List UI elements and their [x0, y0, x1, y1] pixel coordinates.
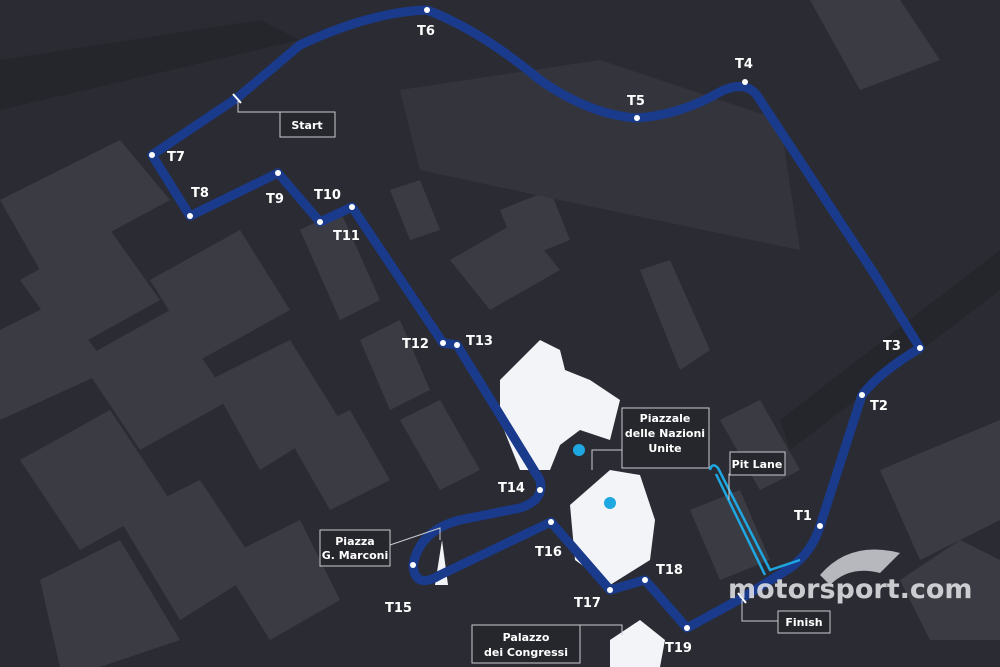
corner-markers	[149, 7, 923, 631]
corner-marker	[917, 345, 923, 351]
corner-marker	[424, 7, 430, 13]
turn-label: T9	[266, 192, 284, 207]
corner-marker	[607, 587, 613, 593]
turn-label: T12	[402, 337, 429, 352]
corner-marker	[537, 487, 543, 493]
svg-text:Pit Lane: Pit Lane	[732, 458, 783, 471]
motorsport-watermark: motorsport.com	[728, 549, 973, 605]
congressi-callout: Palazzo dei Congressi	[471, 624, 623, 664]
corner-marker	[317, 219, 323, 225]
svg-text:motorsport.com: motorsport.com	[728, 574, 973, 605]
svg-text:Unite: Unite	[648, 442, 681, 455]
corner-marker	[187, 213, 193, 219]
turn-label: T11	[333, 229, 360, 244]
svg-text:Piazza: Piazza	[335, 535, 374, 548]
turn-label: T3	[883, 339, 901, 354]
corner-marker	[634, 115, 640, 121]
corner-marker	[454, 342, 460, 348]
pit-lane	[708, 464, 801, 576]
corner-marker	[742, 79, 748, 85]
turn-label: T5	[627, 94, 645, 109]
svg-text:Palazzo: Palazzo	[503, 631, 550, 644]
turn-label: T15	[385, 601, 412, 616]
landmark-buildings	[435, 340, 665, 667]
svg-text:Piazzale: Piazzale	[640, 412, 691, 425]
corner-marker	[275, 170, 281, 176]
corner-marker	[817, 523, 823, 529]
piazzale-callout: Piazzale delle Nazioni Unite	[591, 407, 710, 470]
turn-label: T10	[314, 188, 341, 203]
turn-label: T1	[794, 509, 812, 524]
svg-text:Finish: Finish	[785, 616, 822, 629]
corner-marker	[642, 577, 648, 583]
marconi-callout: Piazza G. Marconi	[319, 527, 441, 567]
corner-marker	[440, 340, 446, 346]
corner-marker	[149, 152, 155, 158]
turn-label: T19	[665, 641, 692, 656]
svg-text:dei Congressi: dei Congressi	[484, 646, 568, 659]
finish-callout: Finish	[741, 600, 831, 634]
corner-marker	[548, 519, 554, 525]
start-callout: Start	[237, 100, 336, 138]
race-track	[147, 5, 925, 633]
turn-label: T16	[535, 545, 562, 560]
turn-label: T6	[417, 24, 435, 39]
turn-label: T2	[870, 399, 888, 414]
pit-lane-callout: Pit Lane	[728, 451, 786, 500]
turn-label: T8	[191, 186, 209, 201]
svg-text:Start: Start	[291, 119, 322, 132]
svg-text:delle Nazioni: delle Nazioni	[625, 427, 705, 440]
turn-label: T7	[167, 150, 185, 165]
svg-text:G. Marconi: G. Marconi	[322, 549, 389, 562]
corner-marker	[859, 392, 865, 398]
turn-label: T17	[574, 596, 601, 611]
corner-marker	[684, 625, 690, 631]
turn-label: T18	[656, 563, 683, 578]
turn-label: T4	[735, 57, 753, 72]
corner-marker	[349, 204, 355, 210]
corner-marker	[410, 562, 416, 568]
turn-label: T14	[498, 481, 525, 496]
turn-label: T13	[466, 334, 493, 349]
